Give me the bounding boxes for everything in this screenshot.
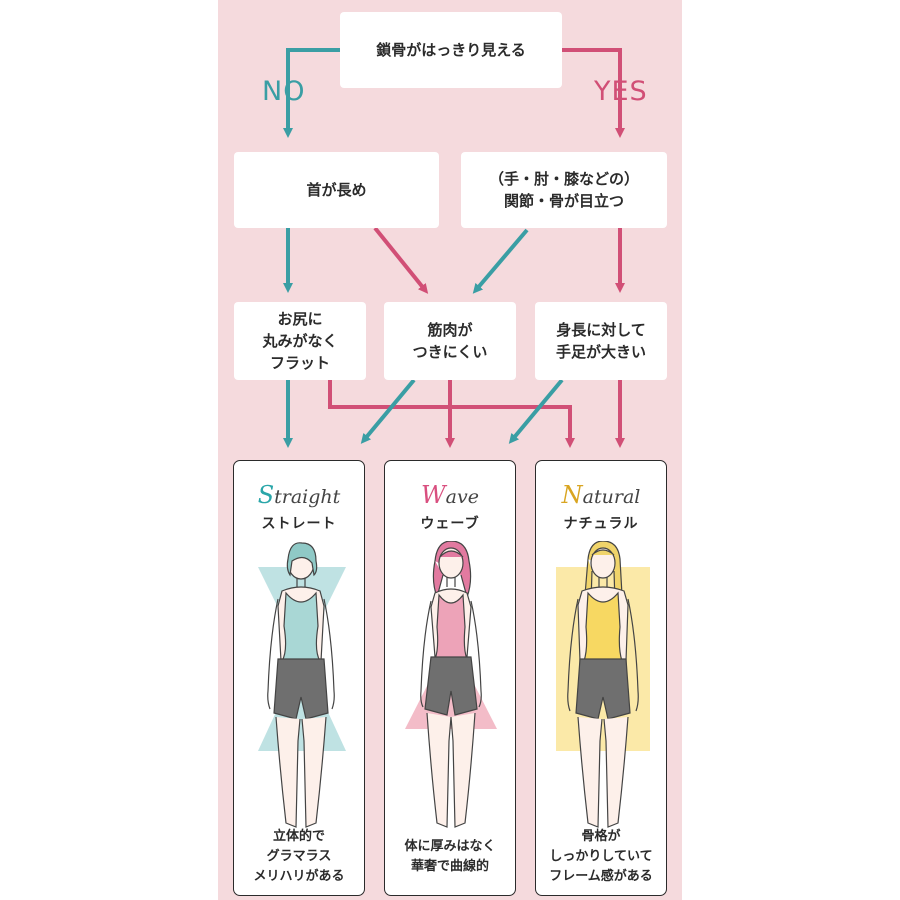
straight-type-card: Straight ストレート 立体的で グラマラス メリハリがある	[233, 460, 365, 896]
arrow-joint-to-muscle	[472, 228, 529, 294]
flat-hips-box: お尻に 丸みがなく フラット	[234, 302, 366, 380]
triangle-silhouette-icon	[405, 541, 497, 828]
wave-type-card: Wave ウェーブ 体に厚みはなく 華奢で曲線的	[384, 460, 516, 896]
hard-to-build-muscle-box: 筋肉が つきにくい	[384, 302, 516, 380]
question-box: 鎖骨がはっきり見える	[340, 12, 562, 88]
muscle-line1: 筋肉が	[427, 321, 473, 339]
joints-text-line1: （手・肘・膝などの）	[488, 170, 639, 188]
natural-description: 骨格が しっかりしていて フレーム感がある	[549, 829, 653, 884]
hourglass-silhouette-icon	[258, 542, 346, 828]
no-label: NO	[262, 76, 306, 107]
arrow-no-branch	[283, 48, 340, 138]
natural-kana-title: ナチュラル	[563, 516, 639, 532]
natural-script-title: Natural	[561, 481, 641, 509]
flat-hips-line2: 丸みがなく	[262, 332, 338, 350]
question-text: 鎖骨がはっきり見える	[376, 41, 526, 59]
arrow-yes-branch	[562, 48, 625, 138]
rectangle-silhouette-icon	[556, 541, 650, 828]
wave-kana-title: ウェーブ	[420, 516, 480, 532]
long-neck-box: 首が長め	[234, 152, 439, 228]
limbs-line2: 手足が大きい	[555, 343, 646, 361]
natural-type-card: Natural ナチュラル 骨格が しっかりしていて フレーム感がある	[535, 460, 667, 896]
arrow-neck-to-muscle	[373, 226, 429, 294]
flat-hips-line1: お尻に	[277, 310, 323, 328]
joints-text-line2: 関節・骨が目立つ	[503, 192, 624, 210]
prominent-joints-box: （手・肘・膝などの） 関節・骨が目立つ	[461, 152, 667, 228]
arrow-muscle-to-straight	[360, 378, 416, 444]
muscle-line2: つきにくい	[412, 343, 488, 361]
yes-label: YES	[594, 76, 648, 107]
arrow-limbs-to-wave	[508, 378, 564, 444]
large-limbs-box: 身長に対して 手足が大きい	[535, 302, 667, 380]
straight-kana-title: ストレート	[261, 516, 337, 532]
flat-hips-line3: フラット	[269, 354, 330, 372]
long-neck-text: 首が長め	[306, 181, 367, 199]
straight-script-title: Straight	[257, 481, 341, 509]
wave-description: 体に厚みはなく 華奢で曲線的	[404, 839, 496, 874]
wave-script-title: Wave	[421, 481, 479, 509]
limbs-line1: 身長に対して	[556, 321, 646, 339]
straight-description: 立体的で グラマラス メリハリがある	[253, 829, 345, 884]
